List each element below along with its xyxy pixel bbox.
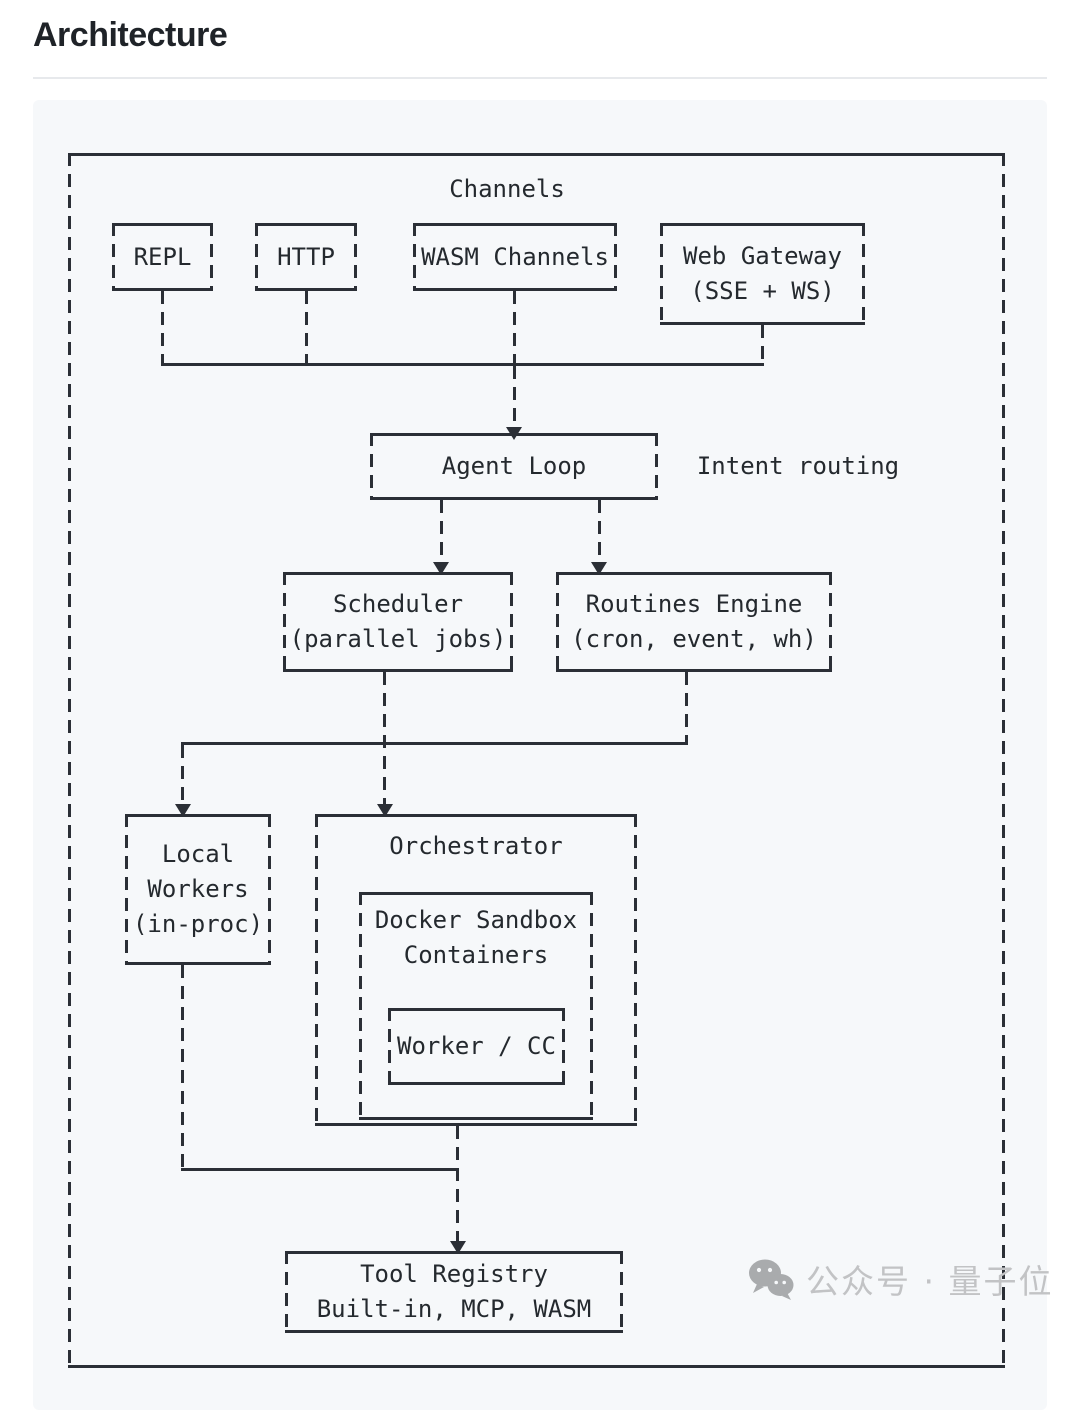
node-local-workers: Local Workers (in-proc) [125, 814, 271, 965]
node-repl: REPL [112, 223, 213, 291]
node-wasm-channels-label: WASM Channels [421, 242, 609, 271]
connector-branch-to-local [181, 745, 184, 806]
workers-branch-line [181, 742, 688, 745]
node-docker-sandbox-label-2: Containers [403, 941, 549, 969]
title-divider [33, 77, 1047, 79]
connector-scheduler-down [383, 672, 386, 806]
node-tool-registry-label-1: Tool Registry [360, 1260, 548, 1288]
node-docker-sandbox-label-1: Docker Sandbox [374, 906, 578, 934]
node-tool-registry: Tool Registry Built-in, MCP, WASM [285, 1251, 623, 1333]
node-scheduler-label-2: (parallel jobs) [289, 625, 507, 653]
intent-routing-label: Intent routing [696, 452, 900, 480]
connector-agent-to-scheduler [440, 500, 443, 560]
connector-agent-to-routines [598, 500, 601, 560]
connector-http-down [305, 291, 308, 363]
watermark: 公众号 · 量子位 [748, 1255, 1053, 1303]
node-http: HTTP [255, 223, 357, 291]
node-orchestrator-label: Orchestrator [389, 832, 563, 860]
node-scheduler: Scheduler (parallel jobs) [283, 572, 513, 672]
diagram-panel: Channels REPL HTTP WASM Channels Web Gat… [33, 100, 1047, 1410]
node-routines-engine-label-2: (cron, event, wh) [571, 625, 817, 653]
node-worker-cc-label: Worker / CC [397, 1032, 556, 1060]
node-http-label: HTTP [277, 242, 335, 271]
node-web-gateway-label-2: (SSE + WS) [690, 277, 835, 305]
node-web-gateway: Web Gateway (SSE + WS) [660, 223, 865, 325]
connector-orchestrator-down [456, 1126, 459, 1243]
wechat-icon [748, 1258, 794, 1300]
channels-label: Channels [449, 175, 565, 203]
arrow-into-scheduler [433, 562, 449, 575]
node-local-workers-label-2: Workers [147, 875, 249, 903]
connector-local-workers-down [181, 965, 184, 1168]
connector-wasm-down [513, 291, 516, 363]
watermark-text: 公众号 · 量子位 [806, 1262, 1054, 1301]
node-tool-registry-label-2: Built-in, MCP, WASM [316, 1295, 592, 1323]
node-local-workers-label-3: (in-proc) [132, 910, 264, 938]
node-orchestrator: Orchestrator Docker Sandbox Containers W… [315, 814, 637, 1126]
node-routines-engine: Routines Engine (cron, event, wh) [556, 572, 832, 672]
node-wasm-channels: WASM Channels [413, 223, 617, 291]
channels-container-box [68, 153, 1005, 1368]
connector-repl-down [161, 291, 164, 363]
connector-web-gateway-down [761, 325, 764, 363]
arrow-into-tool-registry [450, 1241, 466, 1254]
node-docker-sandbox: Docker Sandbox Containers Worker / CC [359, 892, 593, 1120]
node-agent-loop-label: Agent Loop [441, 452, 587, 480]
node-routines-engine-label-1: Routines Engine [585, 590, 803, 618]
arrow-into-local-workers [175, 804, 191, 817]
node-web-gateway-label-1: Web Gateway [683, 242, 842, 270]
node-worker-cc: Worker / CC [388, 1008, 565, 1085]
node-local-workers-label-1: Local [161, 840, 235, 868]
page-title: Architecture [33, 16, 228, 54]
node-scheduler-label-1: Scheduler [332, 590, 464, 618]
node-agent-loop: Agent Loop [370, 433, 658, 500]
connector-bus-to-agent-loop [513, 366, 516, 426]
arrow-into-routines [591, 562, 607, 575]
node-repl-label: REPL [133, 242, 192, 271]
channels-bus-line [161, 363, 764, 366]
arrow-into-orchestrator [377, 804, 393, 817]
registry-join-line [181, 1168, 459, 1171]
connector-routines-down [685, 672, 688, 742]
